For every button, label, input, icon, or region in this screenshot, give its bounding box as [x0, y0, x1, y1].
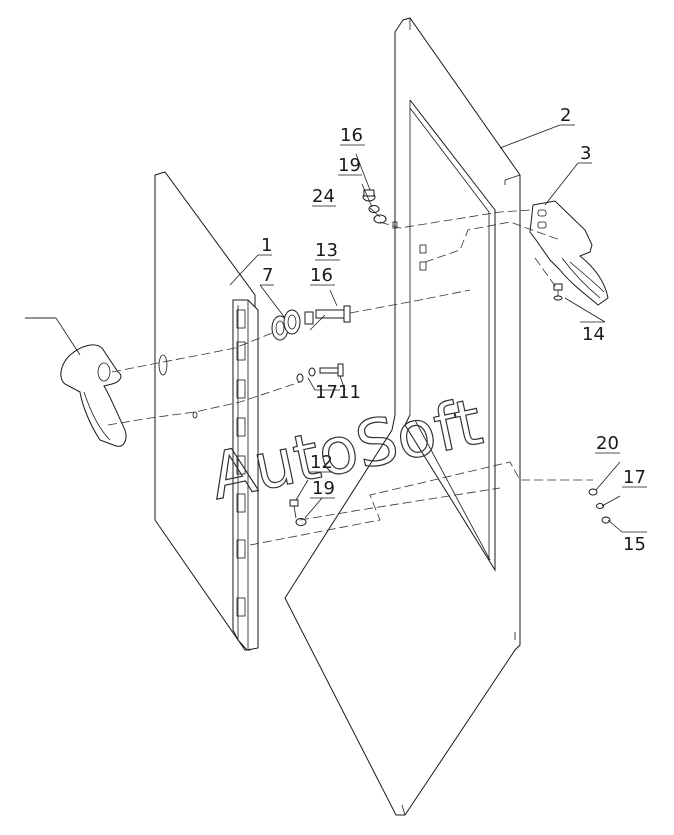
callout-7: 7	[262, 265, 273, 286]
callout-19-lower: 19	[312, 478, 335, 499]
callout-18: 19	[338, 155, 361, 176]
callout-12: 12	[310, 452, 333, 473]
screw-part-14	[553, 283, 563, 301]
alignment-lines	[107, 209, 593, 546]
striker-bracket-part-3	[529, 200, 609, 306]
callout-17-mid: 17	[315, 382, 338, 403]
fastener-set-parts-11-17-19	[296, 363, 344, 383]
callout-labels: 2 1 3 7 16 13 16 19 24 14 17 11 12 19 20…	[261, 105, 646, 555]
callout-2: 2	[560, 105, 571, 126]
callout-underlines	[25, 124, 647, 533]
callout-17-right: 17	[623, 467, 646, 488]
callout-14: 14	[582, 324, 605, 345]
callout-20: 24	[312, 186, 335, 207]
fastener-set-parts-15-17-19	[588, 488, 611, 524]
fastener-set-parts-12-19	[289, 499, 307, 526]
door-handle-part-24	[60, 344, 127, 447]
callout-19-right: 20	[596, 433, 619, 454]
callout-1: 1	[261, 235, 272, 256]
callout-13: 13	[315, 240, 338, 261]
callout-3: 3	[580, 143, 591, 164]
bolt-set-parts-7-13-16	[271, 305, 351, 341]
washer-set-parts-16-18-20	[362, 189, 387, 224]
door-frame-part-2	[284, 17, 521, 816]
callout-15: 15	[623, 534, 646, 555]
callout-16-top: 16	[340, 125, 363, 146]
callout-16-bolt: 16	[310, 265, 333, 286]
hinge-knuckles	[236, 309, 246, 617]
callout-11: 11	[338, 382, 361, 403]
door-panel-part-1	[154, 171, 259, 651]
